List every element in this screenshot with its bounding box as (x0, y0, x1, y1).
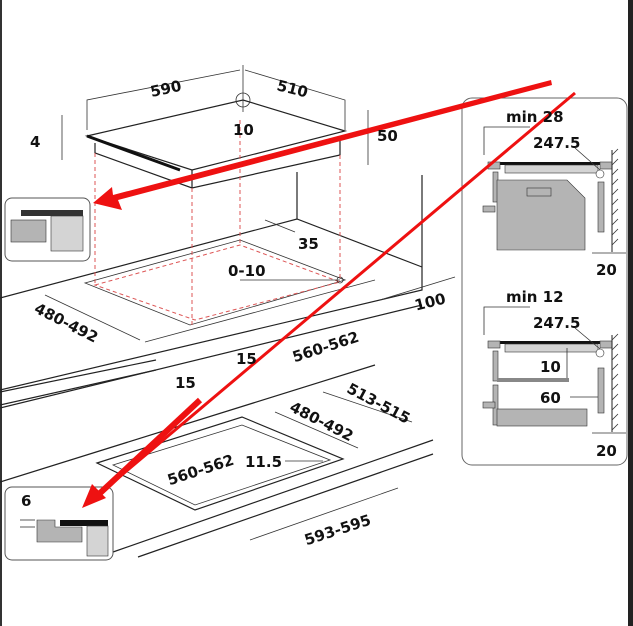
dim-480-492-top: 480-492 (31, 299, 101, 346)
dim-20-drawer: 20 (596, 442, 617, 460)
label-min-28: min 28 (506, 108, 564, 126)
dim-6: 6 (21, 492, 31, 510)
dim-50: 50 (377, 127, 398, 145)
dim-247-5-drawer: 247.5 (533, 314, 580, 332)
dim-247-5-oven: 247.5 (533, 134, 580, 152)
dim-35: 35 (298, 235, 319, 253)
dim-560-562-flush: 560-562 (165, 451, 236, 489)
left-border (0, 0, 2, 626)
dim-15-a: 15 (175, 374, 196, 392)
red-arrow-top (93, 80, 552, 210)
dim-60: 60 (540, 389, 561, 407)
dim-11-5: 11.5 (245, 453, 282, 471)
dim-560-562-top: 560-562 (290, 328, 361, 366)
inset-standard-mount (4, 197, 91, 262)
right-border (628, 0, 633, 626)
dim-0-10: 0-10 (228, 262, 266, 280)
dim-513-515: 513-515 (344, 379, 413, 427)
dim-510: 510 (275, 76, 310, 101)
red-arrow-bottom (82, 91, 576, 508)
countertop-lower (0, 359, 434, 558)
dim-4: 4 (30, 133, 40, 151)
side-section-panel (461, 97, 628, 466)
dim-10: 10 (233, 121, 254, 139)
dim-15-b: 15 (236, 350, 257, 368)
dim-20-oven: 20 (596, 261, 617, 279)
dim-100: 100 (413, 290, 448, 315)
dim-10-drawer: 10 (540, 358, 561, 376)
dim-593-595: 593-595 (302, 511, 373, 549)
dim-590: 590 (149, 77, 183, 101)
label-min-12: min 12 (506, 288, 564, 306)
